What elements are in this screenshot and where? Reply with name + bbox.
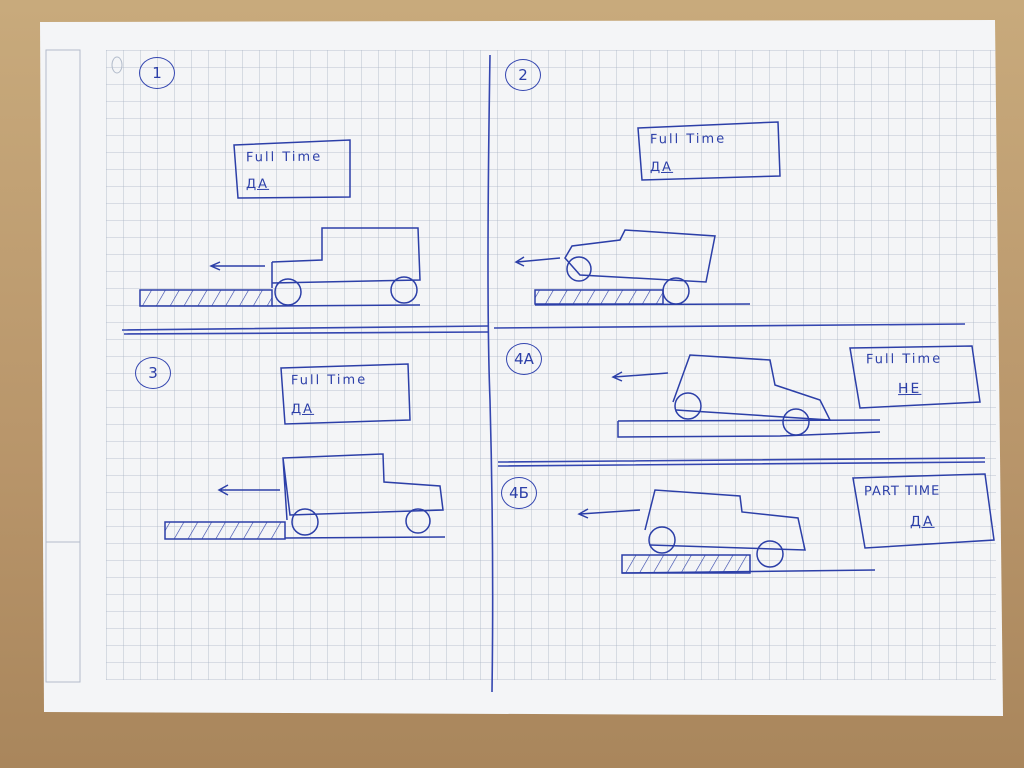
mode-text-1: Full Time <box>245 149 323 166</box>
label-box-3 <box>280 363 411 425</box>
mode-text-4a: Full Time <box>865 351 943 368</box>
car-4a <box>617 354 881 438</box>
label-box-4a <box>849 345 981 409</box>
value-text-3: ДА <box>290 401 315 418</box>
value-text-4b: ДА <box>909 513 935 531</box>
arrow-left-icon <box>611 371 669 382</box>
arrow-left-icon <box>514 256 561 267</box>
arrow-left-icon <box>577 508 641 519</box>
punch-hole-icon <box>111 56 123 74</box>
car-1 <box>139 227 421 307</box>
sketches <box>139 121 995 574</box>
mode-text-3: Full Time <box>290 372 368 389</box>
car-2 <box>534 229 751 306</box>
mode-text-4b: PART TIME <box>863 483 941 500</box>
arrow-left-icon <box>217 484 280 496</box>
label-box-1 <box>233 139 351 199</box>
grid <box>106 50 996 680</box>
value-text-1: ДА <box>245 176 270 193</box>
panel-number-1: 1 <box>139 57 175 89</box>
arrow-left-icon <box>209 261 265 271</box>
margin-column <box>45 49 81 683</box>
panel-number-4a: 4A <box>506 343 542 375</box>
panel-number-3: 3 <box>135 357 171 389</box>
panel-number-2: 2 <box>505 59 541 91</box>
panel-number-4b: 4Б <box>501 477 537 509</box>
car-4b <box>621 489 876 574</box>
value-text-2: ДА <box>649 159 674 176</box>
car-3 <box>164 453 446 540</box>
label-box-4b <box>852 473 995 549</box>
value-text-4a: НЕ <box>897 380 922 398</box>
divider-lines <box>121 54 986 693</box>
mode-text-2: Full Time <box>649 131 727 148</box>
label-box-2 <box>637 121 781 181</box>
